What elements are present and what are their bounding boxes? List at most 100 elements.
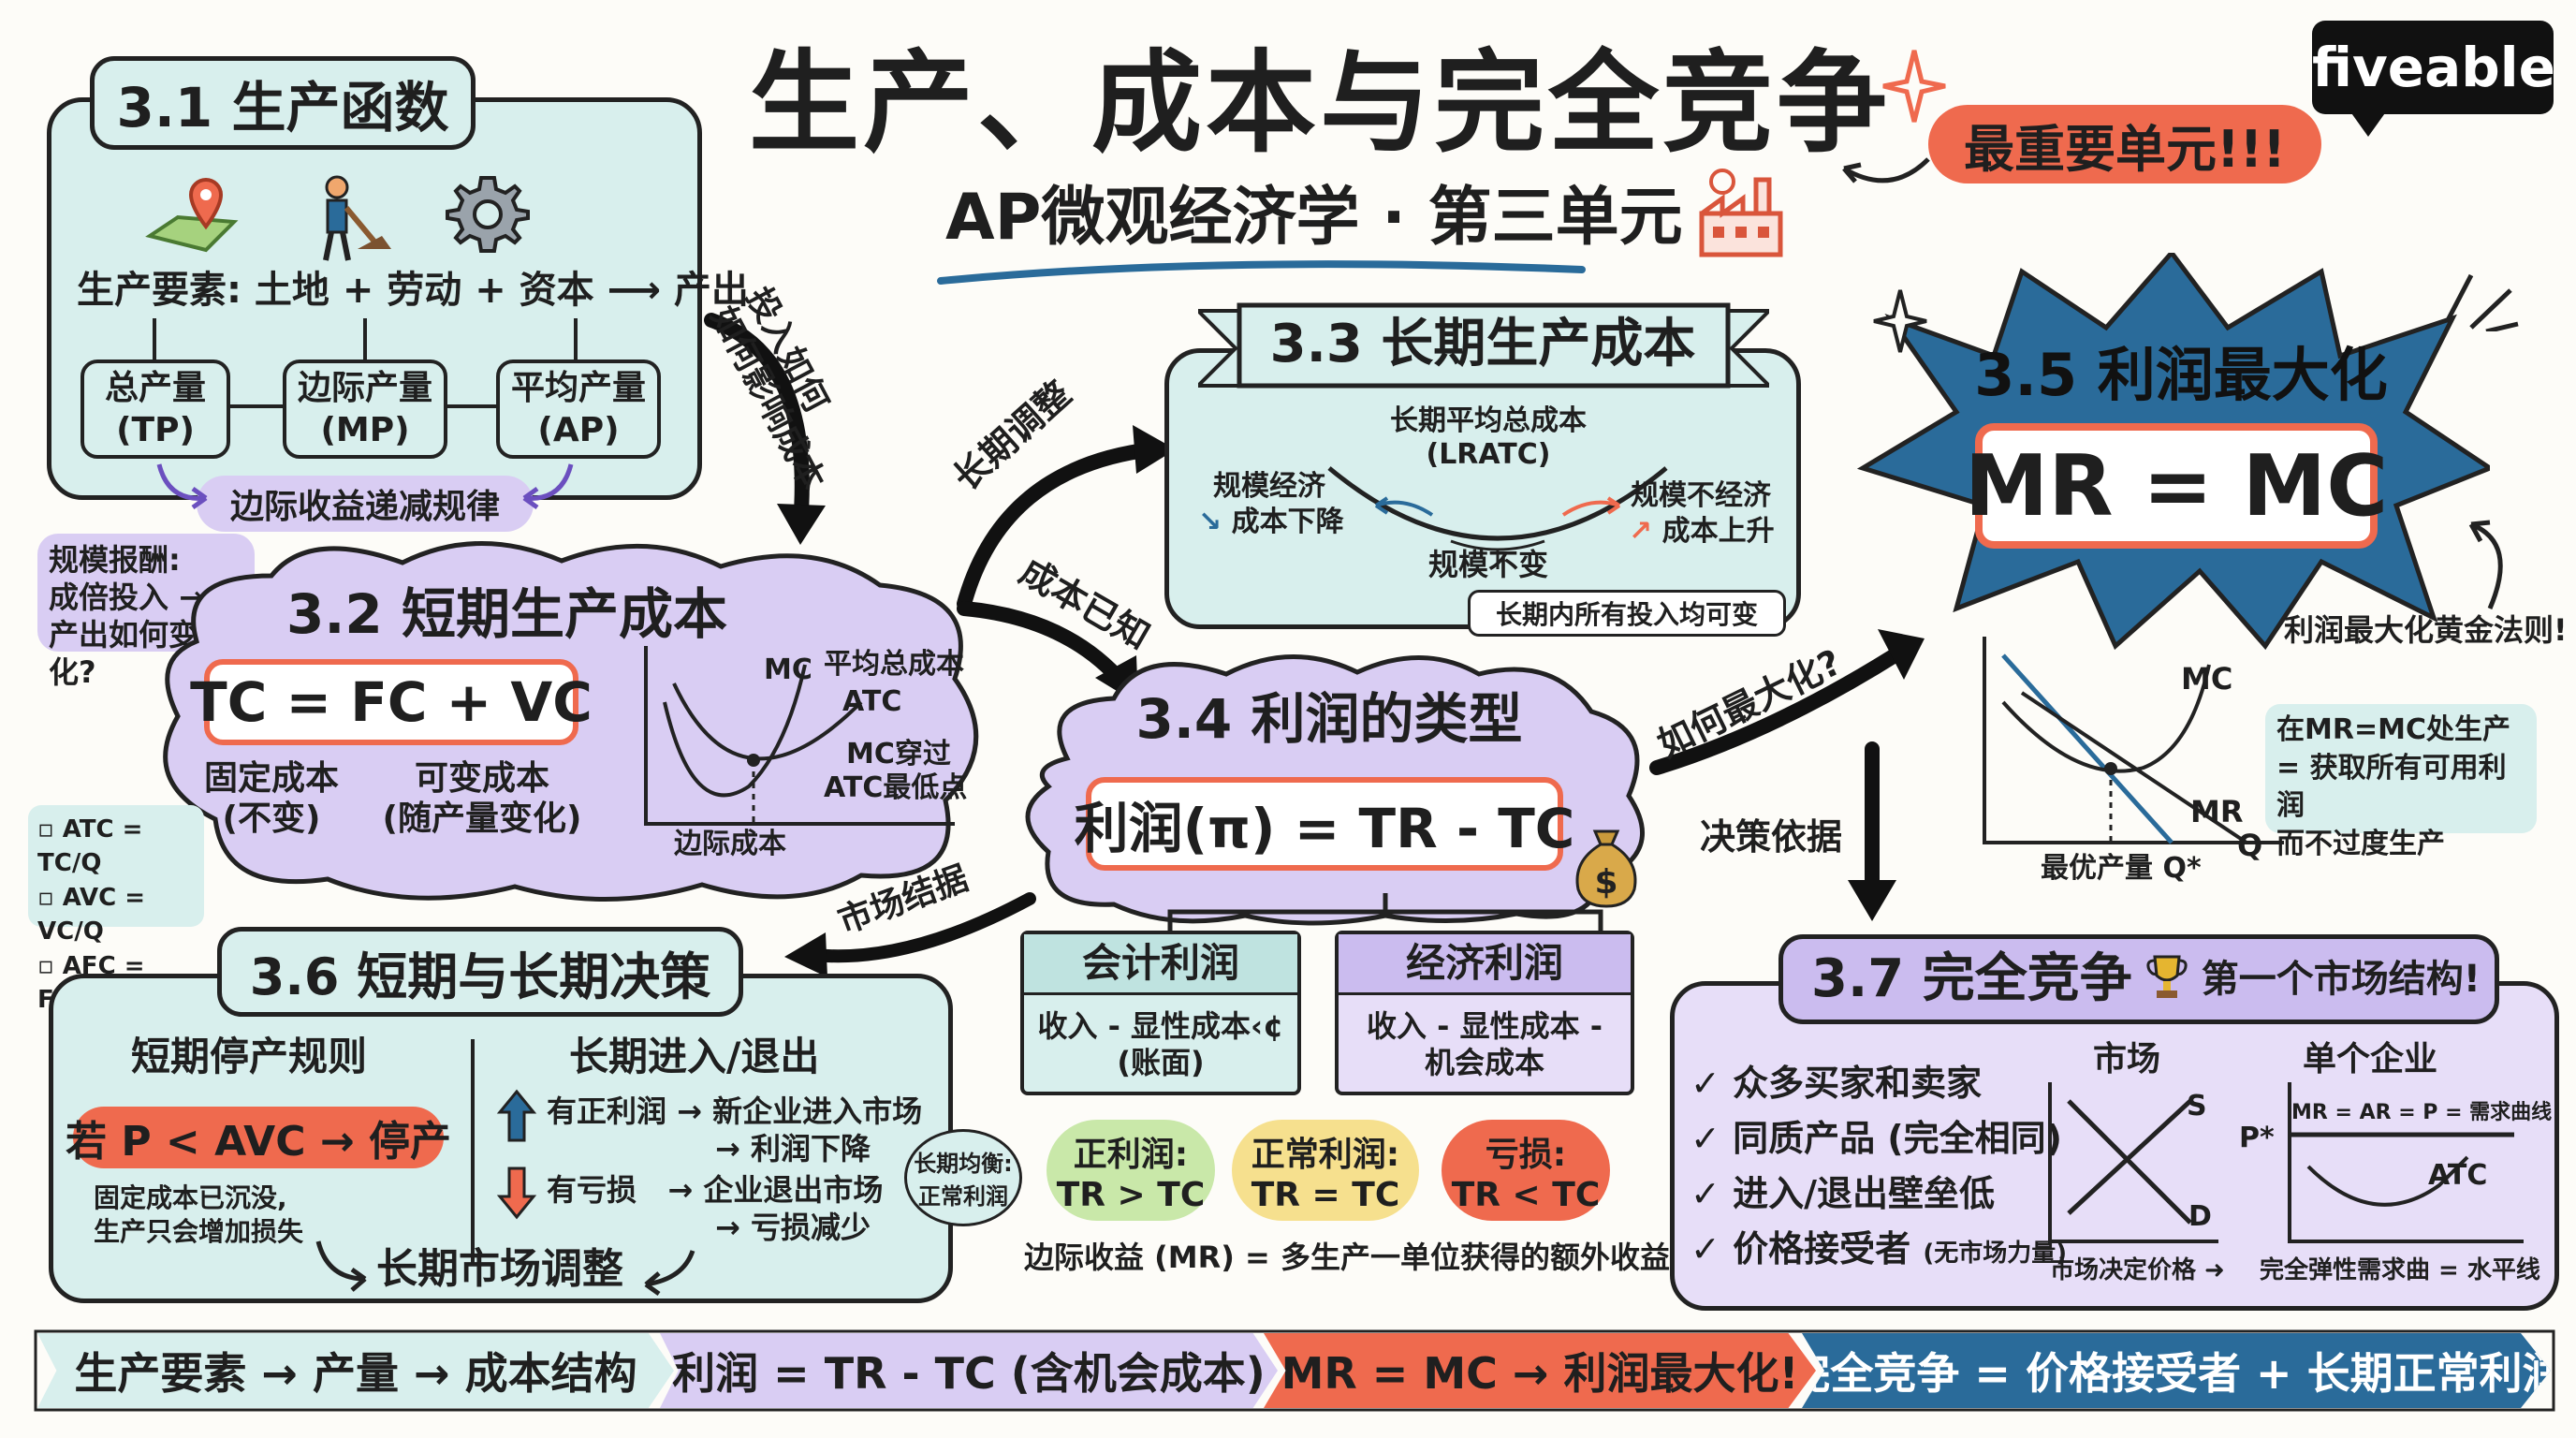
diminishing-returns-label: 边际收益递减规律 xyxy=(197,476,534,532)
worker-icon xyxy=(300,170,393,268)
lratc-curve xyxy=(1327,466,1668,569)
competition-item-4-note: (无市场力量) xyxy=(1923,1239,2068,1268)
competition-item: ✓ 价格接受者 (无市场力量) xyxy=(1690,1227,2068,1269)
summary-step-1: 生产要素 → 产量 → 成本结构 xyxy=(37,1333,674,1408)
all-inputs-variable-note: 长期内所有投入均可变 xyxy=(1468,590,1786,637)
gear-icon xyxy=(446,172,530,260)
competition-item: ✓ 众多买家和卖家 xyxy=(1690,1063,1983,1104)
atc-formula: ▫ ATC = TC/Q xyxy=(37,815,143,878)
sparkle-lines xyxy=(2444,273,2519,331)
accounting-profit-title: 会计利润 xyxy=(1024,934,1297,996)
factors-connectors xyxy=(153,318,578,361)
up-arrow-icon xyxy=(496,1088,537,1148)
exit-line-2: → 亏损减少 xyxy=(715,1210,871,1245)
accounting-profit-box: 会计利润 收入 - 显性成本‹¢ (账面) xyxy=(1020,931,1301,1095)
long-run-adjust-label: 长期市场调整 xyxy=(376,1245,623,1293)
section-3-3-title: 3.3 长期生产成本 xyxy=(1269,314,1696,374)
section-3-2-title: 3.2 短期生产成本 xyxy=(286,582,727,646)
entry-line-1: 有正利润 → 新企业进入市场 xyxy=(547,1093,923,1129)
equilibrium-label: 长期均衡: xyxy=(914,1151,1013,1177)
brand-name: fiveable xyxy=(2312,36,2556,99)
graph-atc-label: ATC xyxy=(842,685,902,718)
ap-abbr: (AP) xyxy=(537,411,620,449)
accounting-profit-body2: (账面) xyxy=(1117,1044,1205,1080)
normal-profit-label: 正常利润: xyxy=(1251,1135,1400,1174)
arrow-label-decision: 决策依据 xyxy=(1700,816,1843,858)
profit-max-note: 在MR=MC处生产 = 获取所有可用利润 而不过度生产 xyxy=(2265,704,2537,860)
adjust-arrows xyxy=(315,1240,695,1297)
graph-mc-label: MC xyxy=(764,653,812,686)
competition-item-2: 同质产品 (完全相同) xyxy=(1733,1117,2063,1159)
short-run-cost-graph xyxy=(644,646,955,826)
avg-formulas-box: ▫ ATC = TC/Q ▫ AVC = VC/Q ▫ AFC = FC/Q xyxy=(28,805,204,1014)
positive-profit-formula: TR > TC xyxy=(1056,1175,1206,1214)
shutdown-note-2: 生产只会增加损失 xyxy=(94,1216,304,1248)
badge-arrow xyxy=(1842,157,1930,183)
mp-label: 边际产量 xyxy=(297,369,432,407)
trend-down-icon: ↘ xyxy=(1198,506,1222,538)
profit-formula: 利润(π) = TR - TC xyxy=(1075,777,1574,871)
loss-label: 亏损: xyxy=(1485,1135,1567,1174)
money-bag-icon: $ xyxy=(1569,824,1644,912)
economic-profit-box: 经济利润 收入 - 显性成本 - 机会成本 xyxy=(1335,931,1634,1095)
competition-item: ✓ 同质产品 (完全相同) xyxy=(1690,1117,2063,1159)
golden-rule-label: 利润最大化黄金法则! xyxy=(2284,612,2568,648)
constant-returns-label: 规模不变 xyxy=(1427,547,1548,582)
page-title: 生产、成本与完全竞争 xyxy=(749,38,1892,168)
section-3-4-title: 3.4 利润的类型 xyxy=(1135,687,1523,751)
sparkle-icon-2 xyxy=(1872,288,1928,358)
competition-item-1: 众多买家和卖家 xyxy=(1733,1063,1983,1104)
factors-line: 生产要素: 土地 + 劳动 + 资本 ⟶ 产出 xyxy=(77,269,749,312)
economies-note-text: 成本下降 xyxy=(1231,506,1344,538)
variable-cost-text: 可变成本 xyxy=(414,759,549,798)
golden-rule-arrow xyxy=(2468,520,2503,609)
graph-demand-label: D xyxy=(2188,1200,2212,1233)
shutdown-rule-title: 短期停产规则 xyxy=(131,1034,368,1079)
arrow-34-to-36 xyxy=(784,892,1036,977)
mp-box: 边际产量 (MP) xyxy=(283,360,447,459)
market-graph xyxy=(2048,1082,2218,1243)
map-pin-icon xyxy=(140,170,243,258)
section-3-1-title: 3.1 生产函数 xyxy=(90,56,476,150)
fixed-cost-note: (不变) xyxy=(222,800,321,839)
brand-logo: fiveable xyxy=(2312,21,2556,137)
graph-xlabel: 边际成本 xyxy=(674,828,786,860)
market-graph-title: 市场 xyxy=(2093,1040,2161,1078)
avc-formula: ▫ AVC = VC/Q xyxy=(37,883,146,946)
arrow-35-to-37 xyxy=(1848,741,1896,921)
arrow-34-to-35 xyxy=(1649,629,1925,775)
section-3-5-title: 3.5 利润最大化 xyxy=(1974,341,2388,409)
firm-atc-curve xyxy=(2306,1155,2469,1207)
variable-cost-label: 可变成本 (随产量变化) xyxy=(374,758,590,839)
variable-cost-note: (随产量变化) xyxy=(382,800,582,839)
exit-line-1: 有亏损 → 企业退出市场 xyxy=(547,1172,884,1208)
mc-curve xyxy=(663,664,807,798)
market-note: 市场决定价格 ➜ xyxy=(2050,1256,2225,1284)
graph-cross-label: MC穿过 xyxy=(846,738,951,770)
subtitle-underline xyxy=(937,260,1586,285)
profit-max-note-2: = 获取所有可用利润 xyxy=(2276,751,2507,823)
shutdown-note: 固定成本已沉没, 生产只会增加损失 xyxy=(94,1181,303,1250)
diseconomies-label: 规模不经济 xyxy=(1631,479,1771,512)
section-divider xyxy=(471,1039,475,1264)
firm-demand-label: MR = AR = P = 需求曲线 xyxy=(2291,1101,2553,1124)
box-links xyxy=(230,404,498,408)
svg-text:$: $ xyxy=(1594,863,1617,902)
competition-item-3: 进入/退出壁垒低 xyxy=(1733,1172,1995,1214)
atc-formula-text: ATC = TC/Q xyxy=(37,815,143,878)
profit-max-graph xyxy=(1983,637,2284,844)
lratc-abbr: (LRATC) xyxy=(1426,438,1551,471)
profit-max-note-3: 而不过度生产 xyxy=(2276,827,2445,860)
mc-curve-2 xyxy=(2001,664,2211,773)
accounting-profit-body: 收入 - 显性成本‹¢ xyxy=(1037,1008,1284,1045)
section-3-7-title: 3.7 完全竞争 xyxy=(1811,948,2132,1010)
page-subtitle: AP微观经济学 · 第三单元 xyxy=(945,181,1683,255)
summary-step-3: MR = MC → 利润最大化! xyxy=(1264,1333,1816,1408)
shutdown-note-1: 固定成本已沉没, xyxy=(94,1182,287,1213)
entry-exit-title: 长期进入/退出 xyxy=(569,1034,820,1079)
returns-note-line-3: 产出如何变化? xyxy=(49,617,199,690)
equilibrium-badge: 长期均衡: 正常利润 xyxy=(904,1129,1022,1226)
summary-banner-outline xyxy=(34,1329,2555,1412)
arrow-31-to-32 xyxy=(704,313,826,545)
graph-supply-label: S xyxy=(2187,1090,2207,1123)
